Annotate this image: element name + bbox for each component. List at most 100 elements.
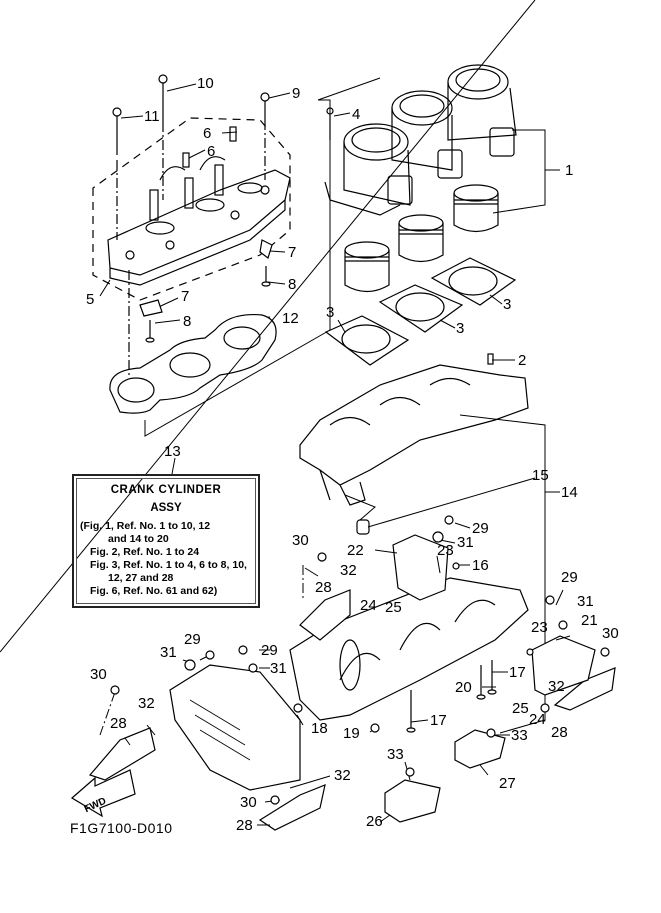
callout-30: 30 <box>240 794 257 811</box>
bracket-21 <box>531 635 596 696</box>
callout-28: 28 <box>551 724 568 741</box>
callout-17: 17 <box>430 712 447 729</box>
note-line: Fig. 6, Ref. No. 61 and 62) <box>90 585 218 597</box>
pistons <box>344 184 499 293</box>
callout-22: 22 <box>347 542 364 559</box>
bolt-8-left <box>145 320 155 343</box>
callout-24: 24 <box>529 711 546 728</box>
callout-7: 7 <box>181 288 190 305</box>
callout-25: 25 <box>385 599 402 616</box>
bolt-8-right <box>261 266 271 287</box>
leader-4 <box>333 112 351 117</box>
crankcase-lower <box>289 577 529 721</box>
bracket-14 <box>459 414 546 734</box>
callout-3: 3 <box>326 304 335 321</box>
callout-19: 19 <box>343 725 360 742</box>
callout-28: 28 <box>236 817 253 834</box>
callout-21: 21 <box>581 612 598 629</box>
base-gaskets-3 <box>324 257 517 366</box>
leader-lines-lower <box>0 0 571 826</box>
callout-11: 11 <box>144 108 160 125</box>
callout-25: 25 <box>512 700 529 717</box>
callout-8: 8 <box>183 313 192 330</box>
callout-15: 15 <box>532 467 549 484</box>
callout-29: 29 <box>184 631 201 648</box>
callout-8: 8 <box>288 276 297 293</box>
callout-2: 2 <box>518 352 527 369</box>
callout-9: 9 <box>292 85 301 102</box>
bolt-11 <box>112 107 122 240</box>
dowel-6 <box>182 126 237 168</box>
callout-32: 32 <box>548 678 565 695</box>
callout-29: 29 <box>472 520 489 537</box>
callout-30: 30 <box>292 532 309 549</box>
cylinder-block <box>324 64 517 216</box>
callout-4: 4 <box>352 106 361 123</box>
callout-6: 6 <box>207 143 216 160</box>
mount-bracket-22 <box>392 534 449 601</box>
callout-3: 3 <box>503 296 512 313</box>
callout-20: 20 <box>455 679 472 696</box>
callout-27: 27 <box>499 775 516 792</box>
callout-26: 26 <box>366 813 383 830</box>
cylinder-head <box>107 156 291 286</box>
callout-32: 32 <box>340 562 357 579</box>
cover-block-27 <box>454 729 506 769</box>
callout-18: 18 <box>311 720 328 737</box>
callout-3: 3 <box>456 320 465 337</box>
diagram-code: F1G7100-D010 <box>70 820 173 836</box>
callout-29: 29 <box>561 569 578 586</box>
callout-17: 17 <box>509 664 526 681</box>
callout-5: 5 <box>86 291 95 308</box>
assembly-note-box: CRANK CYLINDER ASSY (Fig. 1, Ref. No. 1 … <box>72 474 260 608</box>
clip-7-right <box>259 239 273 259</box>
callout-31: 31 <box>270 660 287 677</box>
note-line: Fig. 2, Ref. No. 1 to 24 <box>90 546 200 558</box>
bracket-1 <box>492 129 546 214</box>
exhaust-fins <box>189 699 251 761</box>
callout-28: 28 <box>110 715 127 732</box>
engine-mount-28-right <box>553 667 616 711</box>
callout-23: 23 <box>531 619 548 636</box>
callout-7: 7 <box>288 244 297 261</box>
callout-16: 16 <box>472 557 489 574</box>
callout-24: 24 <box>360 597 377 614</box>
callout-23: 23 <box>437 542 454 559</box>
bracket-line-top <box>317 77 381 101</box>
bushing-guide <box>344 494 376 521</box>
cover-block-26 <box>384 779 441 823</box>
leader-13 <box>171 457 176 475</box>
callout-1: 1 <box>565 162 574 179</box>
callout-32: 32 <box>334 767 351 784</box>
callout-14: 14 <box>561 484 578 501</box>
leader-lines-gaskets <box>337 294 515 361</box>
callout-32: 32 <box>138 695 155 712</box>
note-line: Fig. 3, Ref. No. 1 to 4, 6 to 8, 10, <box>90 559 247 571</box>
note-subtitle: ASSY <box>150 502 182 514</box>
note-line: (Fig. 1, Ref. No. 1 to 10, 12 <box>80 520 211 532</box>
callout-30: 30 <box>602 625 619 642</box>
engine-mount-28-bottom <box>258 784 326 831</box>
callout-13: 13 <box>164 443 181 460</box>
fastener-markers <box>110 515 610 805</box>
bushing-15 <box>356 519 370 535</box>
leader-15 <box>367 477 536 528</box>
callout-31: 31 <box>577 593 594 610</box>
note-title: CRANK CYLINDER <box>110 484 222 496</box>
note-line: and 14 to 20 <box>108 533 169 545</box>
callout-31: 31 <box>160 644 177 661</box>
callout-31: 31 <box>457 534 474 551</box>
engine-mount-28-left <box>88 727 156 781</box>
callout-12: 12 <box>282 310 299 327</box>
callout-33: 33 <box>387 746 404 763</box>
bolt-9 <box>260 92 270 180</box>
note-line: 12, 27 and 28 <box>108 572 174 584</box>
callout-29: 29 <box>261 642 278 659</box>
stud-bolt-4 <box>326 107 334 140</box>
cylinder-head-group-outline <box>92 117 291 301</box>
head-gasket-12 <box>109 313 277 414</box>
engine-mount-28-upper <box>299 589 351 641</box>
callout-30: 30 <box>90 666 107 683</box>
exhaust-manifold <box>169 664 301 791</box>
